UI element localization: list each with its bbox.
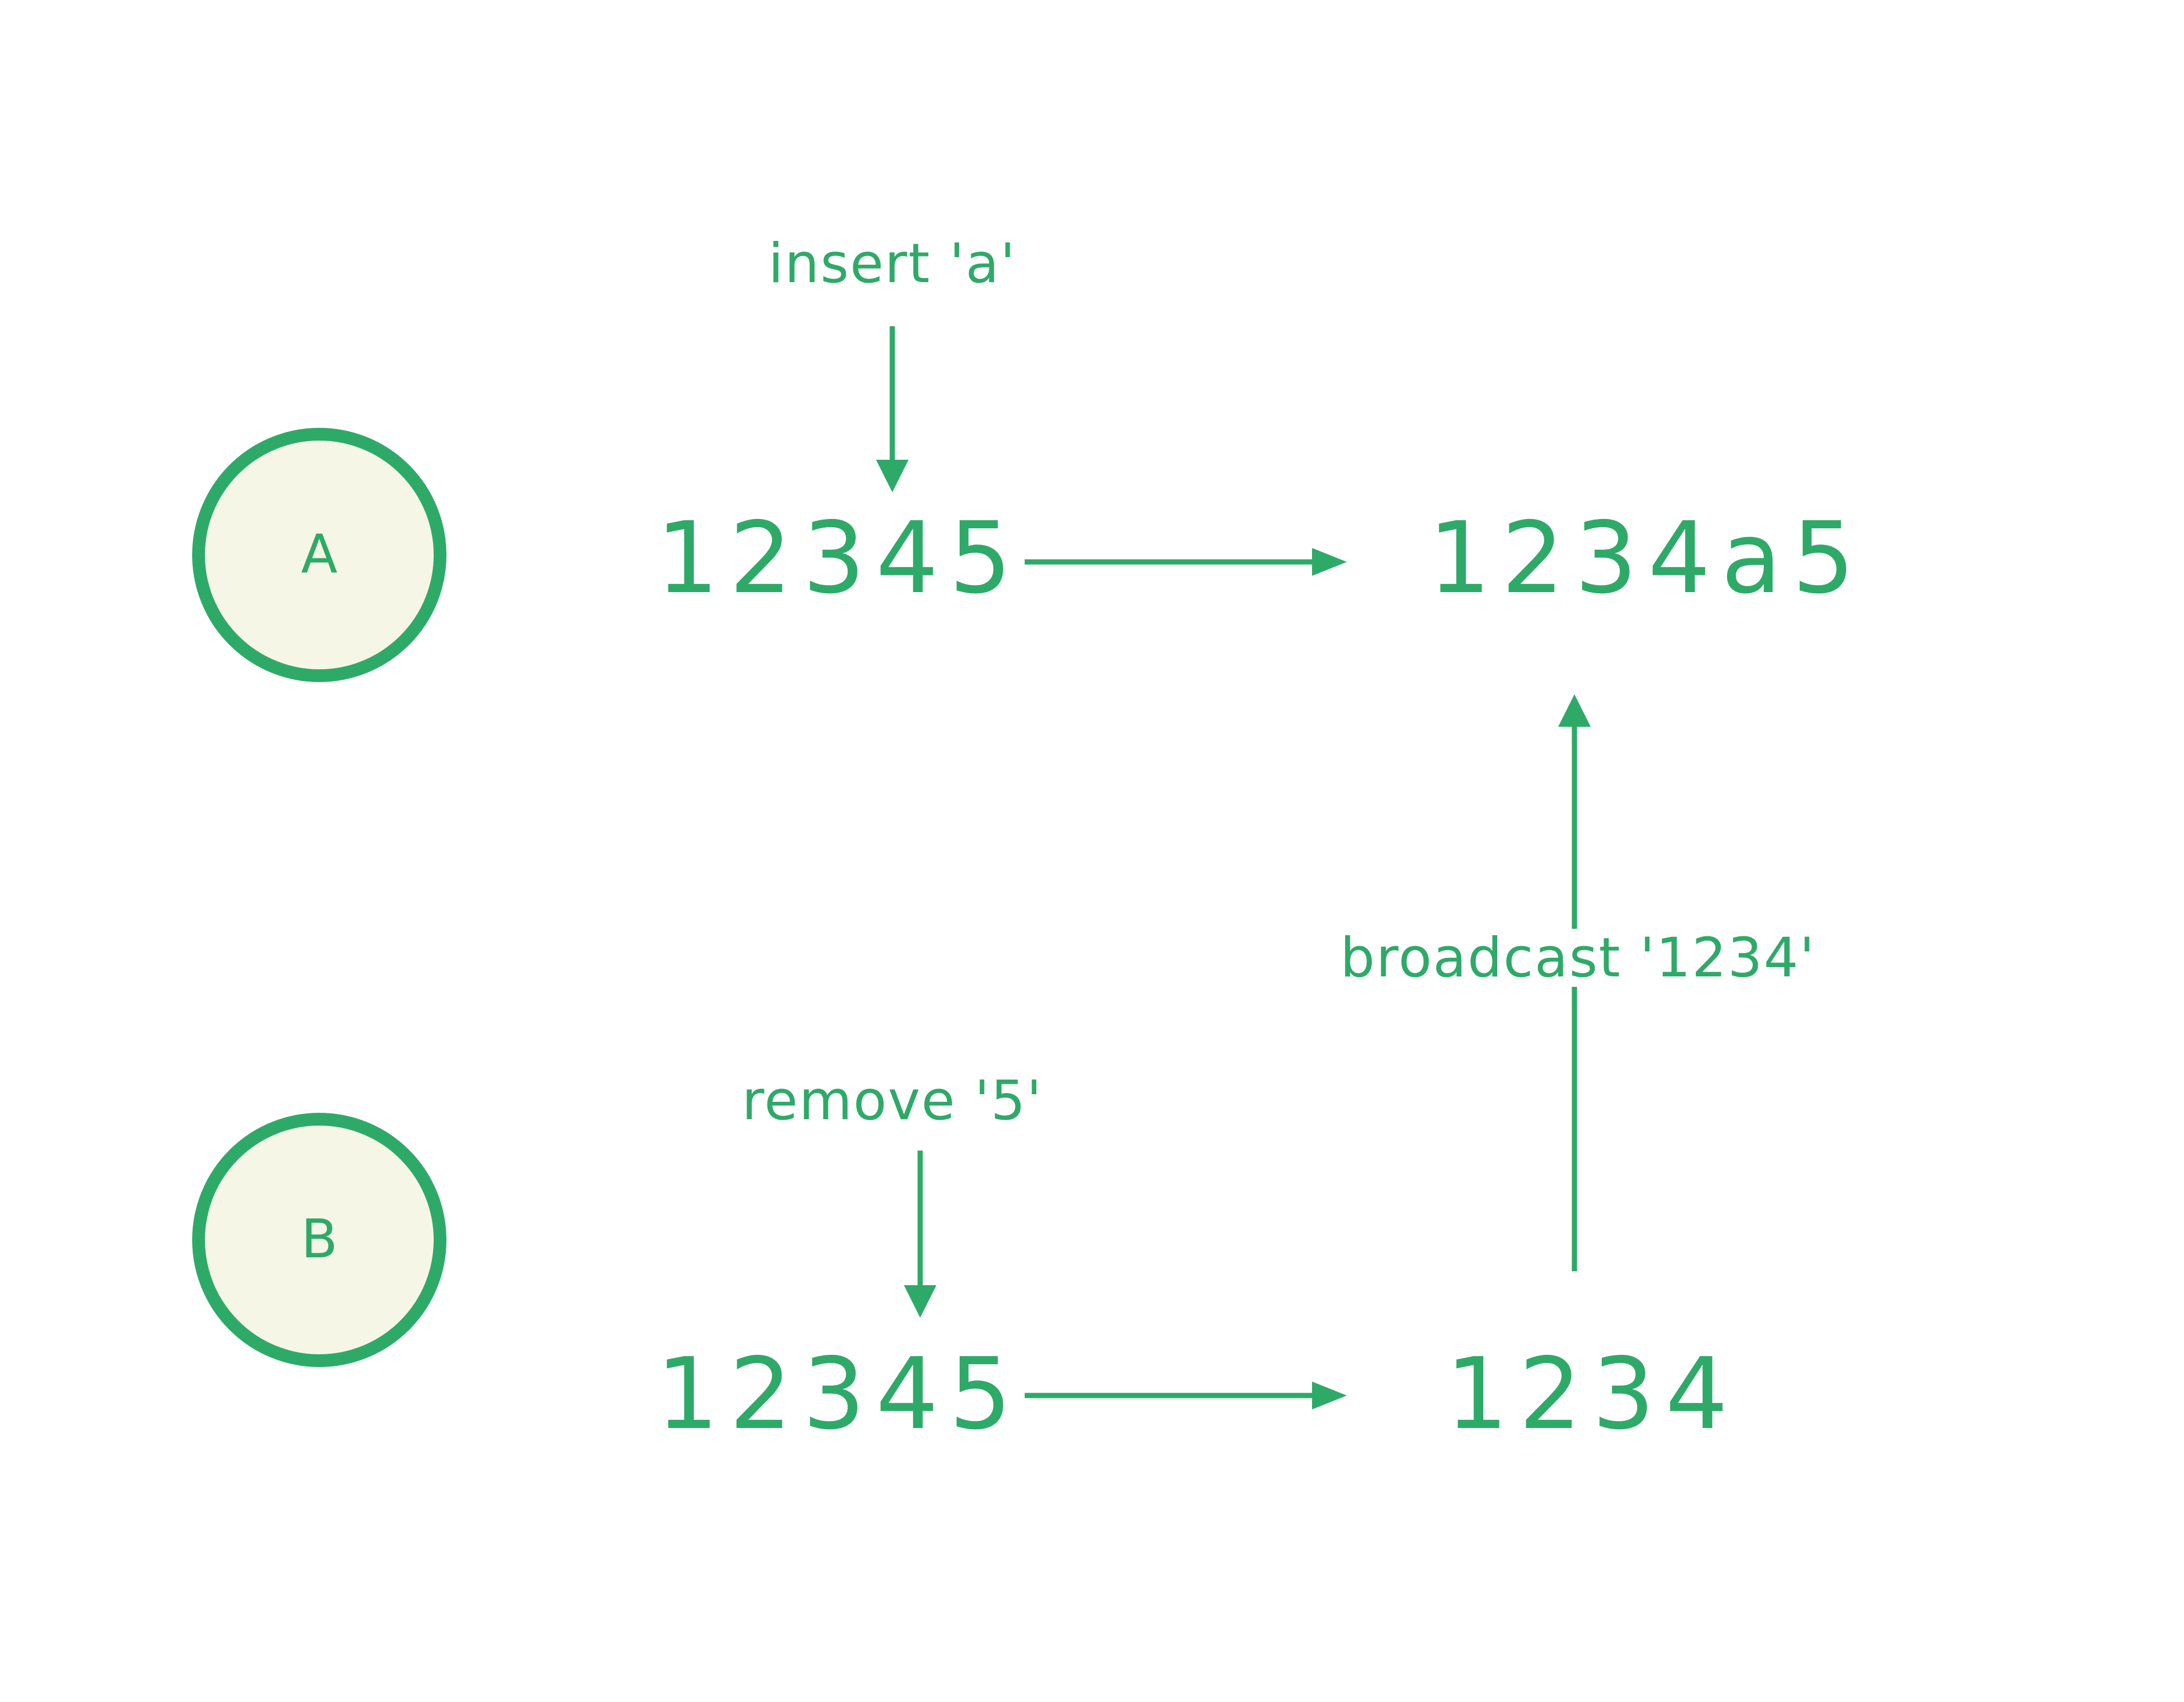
node-b-initial-state: 12345 (656, 1337, 1022, 1452)
remove-arrow (904, 1151, 936, 1318)
node-b-final-state: 1234 (1446, 1337, 1739, 1452)
node-a-circle (192, 428, 446, 682)
node-a-transition-arrow (1025, 548, 1347, 576)
broadcast-arrow (1558, 694, 1591, 1271)
insert-operation-label: insert 'a' (768, 232, 1016, 295)
remove-operation-label: remove '5' (742, 1069, 1043, 1133)
node-a-final-state: 1234a5 (1428, 501, 1865, 616)
broadcast-label: broadcast '1234' (1340, 926, 1816, 990)
insert-arrow (876, 326, 909, 492)
node-b-label: B (301, 1208, 337, 1270)
node-a-label: A (301, 523, 338, 585)
node-b-transition-arrow (1025, 1382, 1347, 1409)
node-b: B (192, 1113, 446, 1367)
node-a-initial-state: 12345 (656, 501, 1022, 616)
node-a: A (192, 428, 446, 682)
node-b-circle (192, 1113, 446, 1367)
